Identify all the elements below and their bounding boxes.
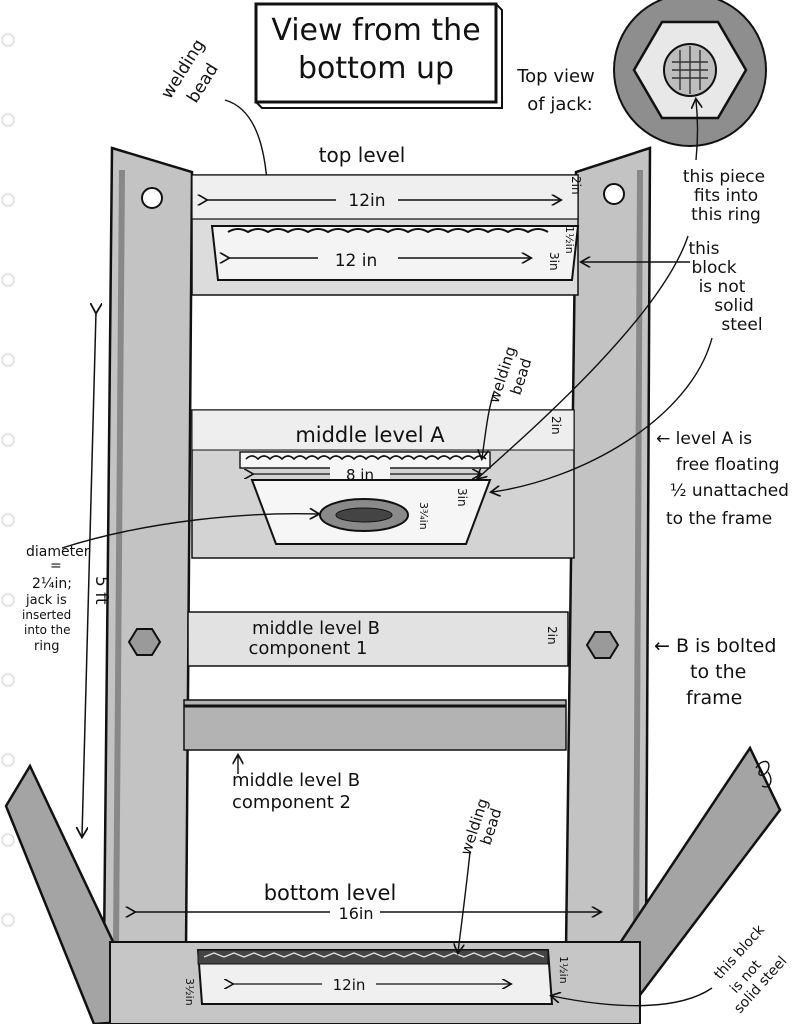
bottom-level-label: bottom level bbox=[264, 881, 397, 905]
bottom-block-height-label: 1½in bbox=[557, 956, 570, 984]
top-width-label: 12in bbox=[348, 191, 385, 211]
top-level-label: top level bbox=[319, 143, 406, 167]
middle-a-block-height-label: 3in bbox=[455, 488, 469, 507]
level-a-note: ← level A is free floating ½ unattached … bbox=[656, 429, 789, 529]
middle-a-height-label: 2in bbox=[549, 416, 563, 435]
top-height-label: 2in bbox=[569, 176, 583, 195]
svg-text:this piece: this piece bbox=[683, 167, 765, 187]
diameter-note: diameter = 2¼in; jack is inserted into t… bbox=[22, 514, 318, 654]
middle-b1-label-1: middle level B bbox=[252, 618, 380, 639]
svg-text:diameter: diameter bbox=[26, 544, 90, 560]
svg-text:free floating: free floating bbox=[676, 455, 779, 475]
jack-label-line-2: of jack: bbox=[527, 94, 593, 115]
ring-dim-label: 3¾in bbox=[417, 502, 430, 530]
svg-text:into the: into the bbox=[24, 623, 71, 637]
middle-b2-label-1: middle level B bbox=[232, 770, 360, 791]
svg-text:fits into: fits into bbox=[694, 186, 758, 206]
title-line-2: bottom up bbox=[298, 51, 454, 86]
middle-a-label: middle level A bbox=[295, 423, 445, 447]
svg-text:inserted: inserted bbox=[22, 608, 71, 622]
jack-top-view: Top view of jack: bbox=[516, 0, 767, 147]
title-box: View from the bottom up bbox=[254, 2, 503, 109]
pin-icon bbox=[141, 187, 163, 209]
svg-text:ring: ring bbox=[34, 639, 59, 654]
svg-text:=: = bbox=[50, 558, 62, 574]
svg-text:this ring: this ring bbox=[691, 205, 761, 225]
signature-mark bbox=[755, 760, 772, 788]
top-weld-bead bbox=[227, 228, 549, 234]
block-top-note: this block is not solid steel bbox=[478, 235, 763, 492]
svg-text:block: block bbox=[691, 258, 736, 278]
vertical-dimension: 5 ft bbox=[82, 312, 111, 836]
svg-text:← level A is: ← level A is bbox=[656, 429, 752, 449]
ring-note: this piece fits into this ring bbox=[683, 100, 765, 225]
svg-text:frame: frame bbox=[686, 687, 742, 709]
bottom-width-label: 16in bbox=[339, 904, 374, 923]
svg-text:to the: to the bbox=[690, 661, 746, 683]
middle-level-b1: middle level B component 1 2in bbox=[187, 611, 569, 667]
bolt-hole-icon bbox=[603, 183, 625, 205]
middle-b2-label-2: component 2 bbox=[232, 792, 351, 813]
middle-weld-bead bbox=[245, 455, 487, 461]
top-level: top level 12in 2in 12 in 3in 1½in bbox=[191, 143, 583, 296]
top-block-depth-label: 1½in bbox=[563, 226, 576, 254]
middle-level-a: middle level A 2in 8 in 3¾in 3in welding… bbox=[191, 344, 575, 559]
middle-b1-label-2: component 1 bbox=[248, 638, 367, 659]
bottom-weld-bead bbox=[203, 952, 545, 958]
bottom-block-depth-label: 3½in bbox=[183, 978, 196, 1006]
bottom-block-width-label: 12in bbox=[333, 976, 366, 994]
svg-text:to the frame: to the frame bbox=[666, 509, 772, 529]
svg-text:is not: is not bbox=[699, 277, 746, 297]
svg-text:steel: steel bbox=[721, 315, 762, 335]
top-block-height-label: 3in bbox=[547, 252, 561, 271]
level-b-note: ← B is bolted to the frame bbox=[654, 635, 776, 709]
svg-text:this: this bbox=[688, 239, 719, 259]
top-block-width-label: 12 in bbox=[335, 251, 378, 271]
left-bolt-icon bbox=[127, 628, 162, 656]
right-bolt-icon bbox=[585, 631, 620, 659]
middle-level-b2: middle level B component 2 bbox=[183, 699, 567, 813]
bottom-level: bottom level 16in 12in 1½in 3½in welding… bbox=[4, 745, 782, 1024]
notebook-holes bbox=[1, 33, 15, 927]
jack-label-line-1: Top view bbox=[516, 66, 595, 87]
title-line-1: View from the bbox=[271, 13, 480, 48]
svg-text:← B is bolted: ← B is bolted bbox=[654, 635, 776, 657]
svg-text:2¼in;: 2¼in; bbox=[32, 576, 72, 592]
middle-b1-height-label: 2in bbox=[545, 626, 559, 645]
svg-text:½ unattached: ½ unattached bbox=[670, 481, 789, 501]
svg-text:jack is: jack is bbox=[25, 593, 67, 608]
svg-text:solid: solid bbox=[714, 296, 754, 316]
vertical-dim-label: 5 ft bbox=[91, 576, 111, 605]
